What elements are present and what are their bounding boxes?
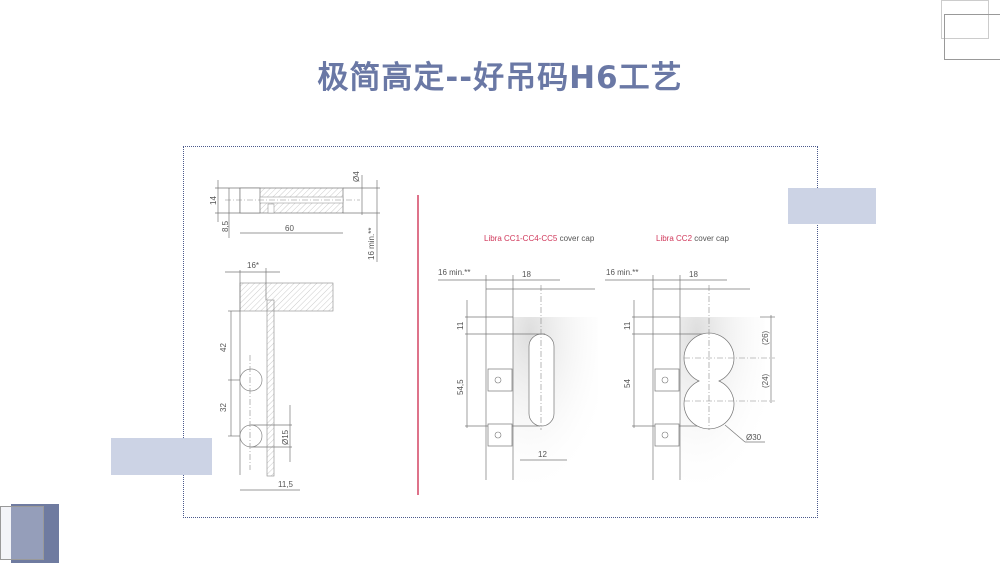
- dim-60: 60: [285, 224, 294, 233]
- page-title: 极简高定--好吊码H6工艺: [317, 60, 683, 96]
- cc1-dim-54-5: 54,5: [456, 379, 465, 395]
- cc2-dim-d30: Ø30: [746, 433, 762, 442]
- dim-16: 16*: [247, 261, 259, 270]
- top-view-drawing: 14 8,5 60 Ø4 16 min.**: [209, 171, 380, 262]
- cc1-drawing: Libra CC1-CC4-CC5 cover cap 16 min.** 18…: [438, 234, 598, 482]
- cc2-caption: Libra CC2 cover cap: [656, 234, 729, 243]
- accent-block-right: [788, 188, 876, 224]
- cc1-dim-16min: 16 min.**: [438, 268, 470, 277]
- corner-block-outline: [0, 506, 44, 560]
- cc1-dim-12: 12: [538, 450, 547, 459]
- corner-block-blue: [11, 504, 59, 563]
- cc2-drawing: Libra CC2 cover cap 16 min.** 18 11 54 (…: [605, 234, 775, 482]
- dim-11-5: 11,5: [278, 480, 294, 489]
- cc2-dim-26: (26): [761, 330, 770, 345]
- cc2-dim-16min: 16 min.**: [606, 268, 638, 277]
- cc1-dim-18: 18: [522, 270, 531, 279]
- dim-32: 32: [219, 403, 228, 412]
- cc2-dim-11: 11: [623, 321, 632, 330]
- dim-d15: Ø15: [281, 429, 290, 445]
- drawing-frame: [183, 146, 818, 518]
- dim-14: 14: [209, 196, 218, 205]
- cc2-dim-54: 54: [623, 379, 632, 388]
- corner-square-light: [941, 0, 989, 39]
- dim-16min: 16 min.**: [367, 228, 376, 260]
- cc2-dim-24: (24): [761, 373, 770, 388]
- dim-8-5: 8,5: [221, 220, 230, 232]
- accent-block-left: [111, 438, 212, 475]
- cc1-dim-11: 11: [456, 321, 465, 330]
- dim-d4: Ø4: [352, 171, 361, 182]
- cc1-caption: Libra CC1-CC4-CC5 cover cap: [484, 234, 595, 243]
- dim-42: 42: [219, 343, 228, 352]
- corner-square-dark: [944, 14, 1000, 60]
- cc2-dim-18: 18: [689, 270, 698, 279]
- side-view-drawing: 16* 42 32 Ø15 11,5: [219, 261, 334, 491]
